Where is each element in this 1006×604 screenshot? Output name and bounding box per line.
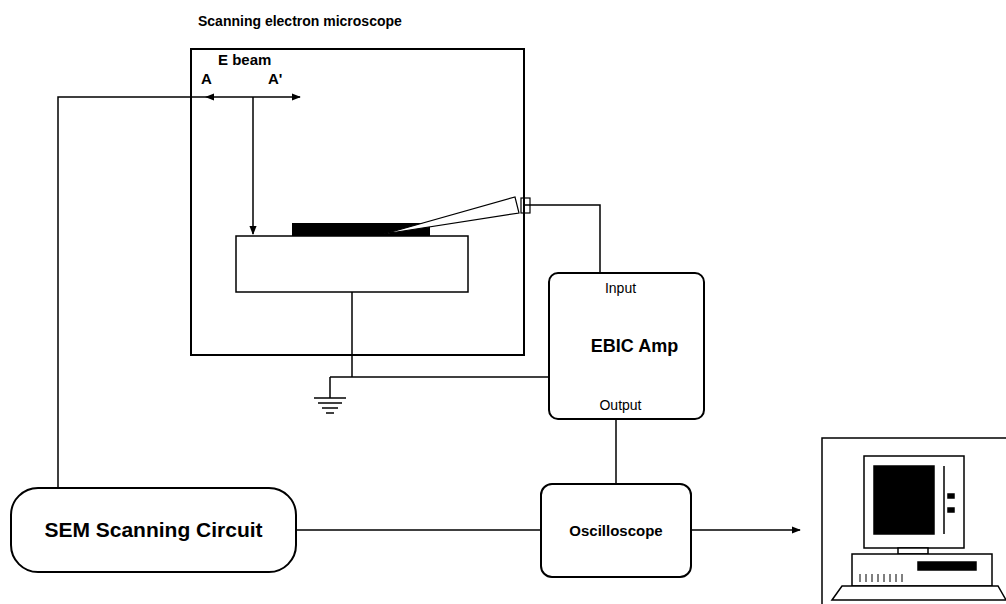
- box-label: Oscilloscope: [569, 522, 662, 540]
- oscilloscope-box: Oscilloscope: [540, 483, 692, 578]
- amplifier-box: InputEBIC AmpOutput: [548, 272, 705, 420]
- amp-text: Input: [605, 280, 636, 297]
- signal-wire: [525, 205, 600, 272]
- beam-arrow: [252, 97, 254, 234]
- beam-label: E beam: [218, 51, 271, 68]
- ground-wire: [351, 292, 353, 377]
- box-label: SEM Scanning Circuit: [44, 517, 262, 542]
- scan-end-label: A': [268, 70, 282, 87]
- chamber-title: Scanning electron microscope: [198, 13, 402, 30]
- sample-stage: [236, 236, 468, 292]
- signal-wire: [58, 97, 190, 487]
- amp-text: Output: [599, 397, 641, 414]
- signal-wire: [297, 529, 540, 531]
- scan-wire: [190, 96, 206, 98]
- sem-chamber: Scanning electron microscope: [190, 48, 525, 356]
- probe: [384, 197, 519, 234]
- signal-wire: [615, 420, 617, 483]
- scan-start-label: A: [201, 70, 212, 87]
- ground-wire: [330, 376, 548, 378]
- computer-icon: [822, 438, 1006, 604]
- scan-circuit-box: SEM Scanning Circuit: [10, 487, 297, 573]
- amp-text: EBIC Amp: [591, 336, 678, 358]
- ground-symbol: [314, 398, 346, 413]
- ground-wire: [329, 377, 331, 398]
- data-arrow: [692, 529, 800, 531]
